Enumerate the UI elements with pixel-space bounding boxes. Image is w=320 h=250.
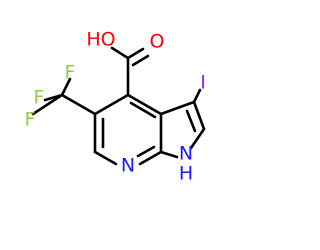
- bond-c7a-n7: [138, 150, 163, 166]
- bond-cf3-f-left: [31, 93, 64, 116]
- bond-c3-c2: [192, 100, 206, 131]
- bond-c3-c2-inner: [185, 109, 197, 133]
- bond-c3a-c3: [159, 100, 196, 116]
- bond-cf3-ring: [60, 93, 97, 116]
- bond-n1-c7a: [159, 150, 179, 159]
- pyrrole-hydrogen-label: H: [179, 163, 193, 185]
- hydroxyl-oxygen-label: HO: [86, 29, 115, 51]
- bond-lines: [31, 46, 206, 166]
- bond-c3-iodine: [192, 88, 202, 104]
- bond-c7a-n7-inner: [136, 145, 156, 158]
- fluorine-top-label: F: [65, 62, 76, 84]
- bond-n7-c6: [93, 150, 118, 166]
- bond-carboxyl-o-outer: [126, 47, 145, 60]
- iodine-label: I: [200, 72, 206, 94]
- molecule-structure: F F F HO O I N N H: [25, 29, 206, 185]
- pyrrole-nitrogen-label: N: [179, 143, 193, 165]
- bond-carboxyl-o-inner: [131, 54, 150, 67]
- bond-cf3-f-top: [60, 77, 72, 97]
- pyridine-nitrogen-label: N: [121, 155, 135, 177]
- bond-c4-c3a-inner: [129, 101, 157, 119]
- bond-c5-c4: [93, 93, 130, 116]
- fluorine-middle-label: F: [34, 87, 45, 109]
- bond-carboxyl-oh: [110, 46, 130, 60]
- atom-labels: F F F HO O I N N H: [25, 29, 206, 185]
- carbonyl-oxygen-label: O: [150, 31, 165, 53]
- bond-c4-c3a: [126, 93, 163, 116]
- bond-c2-n1: [189, 127, 206, 150]
- fluorine-left-label: F: [25, 109, 36, 131]
